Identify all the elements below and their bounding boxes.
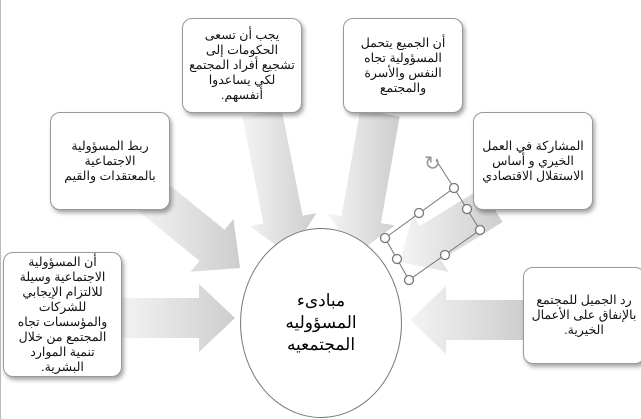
arrow-right [410,286,525,354]
item-box-mid-left[interactable]: ربط المسؤولية الاجتماعية بالمعتقدات والق… [50,112,170,210]
item-text: ربط المسؤولية الاجتماعية بالمعتقدات والق… [64,138,156,183]
resize-handle[interactable] [448,182,460,194]
arrow-top-right [327,109,400,256]
rotation-stem[interactable] [435,159,455,189]
item-text: أن الجميع يتحمل المسؤولية تجاه النفس وال… [360,35,446,95]
rotate-handle-icon[interactable]: ↻ [424,151,441,175]
resize-handle[interactable] [379,232,391,244]
resize-handle[interactable] [391,253,403,265]
item-box-bottom-right[interactable]: رد الجميل للمجتمع بالإنفاق على الأعمال ا… [523,267,641,364]
resize-handle[interactable] [413,207,425,219]
resize-handle[interactable] [461,203,473,215]
item-text: يجب أن تسعى الحكومات إلى تشجيع أفراد الم… [189,28,295,102]
item-box-bottom-left[interactable]: أن المسؤولية الاجتماعية وسيلة للالتزام ا… [3,252,122,377]
item-text: المشاركة في العمل الخيري و أساس الاستقلا… [482,138,584,183]
item-box-top-right[interactable]: أن الجميع يتحمل المسؤولية تجاه النفس وال… [343,18,463,113]
item-box-mid-right[interactable]: المشاركة في العمل الخيري و أساس الاستقلا… [473,112,593,210]
resize-handle[interactable] [474,224,486,236]
arrow-mid-right [400,187,503,272]
page-edge [0,0,1,419]
item-box-top-left[interactable]: يجب أن تسعى الحكومات إلى تشجيع أفراد الم… [182,18,302,113]
center-circle[interactable]: مبادىء المسؤوليه المجتمعيه [240,228,402,418]
item-text: رد الجميل للمجتمع بالإنفاق على الأعمال ا… [531,293,637,337]
center-text: مبادىء المسؤوليه المجتمعيه [285,291,357,354]
selection-frame[interactable] [384,187,481,281]
item-text: أن المسؤولية الاجتماعية وسيلة للالتزام ا… [17,254,108,374]
arrow-top-left [242,109,317,256]
resize-handle[interactable] [439,249,451,261]
resize-handle[interactable] [403,274,415,286]
arrow-left [120,284,235,352]
